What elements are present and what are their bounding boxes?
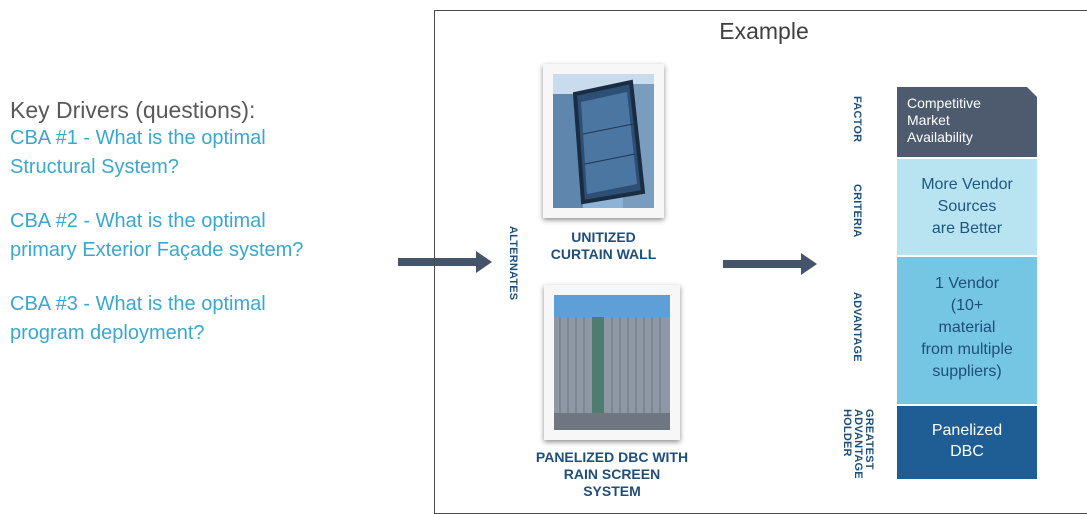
alt2-line3: SYSTEM: [583, 483, 641, 499]
criteria-line2: Sources: [937, 198, 997, 215]
criteria-line1: More Vendor: [921, 176, 1013, 193]
holder-label-line2: ADVANTAGE: [852, 409, 864, 479]
key-drivers: Key Drivers (questions): CBA #1 - What i…: [10, 96, 410, 348]
advantage-line1: 1 Vendor: [934, 275, 1000, 292]
factor-line1: Competitive: [907, 95, 981, 111]
advantage-line3: material: [938, 319, 996, 336]
arrow-right-icon: [398, 251, 492, 273]
advantage-line5: suppliers): [932, 363, 1002, 380]
criteria-line3: are Better: [931, 220, 1003, 237]
panelized-dbc-photo: [544, 285, 680, 440]
alt1-label: UNITIZED CURTAIN WALL: [543, 229, 664, 263]
criteria-block: More Vendor Sources are Better: [897, 159, 1037, 255]
advantage-label: ADVANTAGE: [851, 292, 863, 362]
alt1-line1: UNITIZED: [571, 229, 636, 245]
holder-block: Panelized DBC: [897, 406, 1037, 479]
cba2-line2: primary Exterior Façade system?: [10, 239, 304, 261]
key-drivers-title: Key Drivers (questions):: [10, 97, 256, 123]
alt2-line2: RAIN SCREEN: [563, 466, 661, 482]
advantage-line2: (10+: [950, 297, 984, 314]
holder-label-line1: GREATEST: [863, 409, 875, 470]
holder-label-line3: HOLDER: [841, 409, 853, 457]
factor-line3: Availability: [907, 129, 973, 145]
cba2-line1: CBA #2 - What is the optimal: [10, 210, 266, 232]
alt2-line1: PANELIZED DBC WITH: [535, 449, 689, 465]
example-title: Example: [719, 18, 809, 44]
alt1-line2: CURTAIN WALL: [550, 246, 657, 262]
holder-line1: Panelized: [931, 422, 1003, 439]
curtain-wall-photo: [543, 64, 664, 218]
factor-block: Competitive Market Availability: [897, 87, 1037, 157]
alternates-label: ALTERNATES: [507, 226, 519, 301]
cba1-line2: Structural System?: [10, 156, 179, 178]
factor-line2: Market: [907, 112, 950, 128]
alt2-label: PANELIZED DBC WITH RAIN SCREEN SYSTEM: [512, 449, 712, 500]
advantage-line4: from multiple: [921, 341, 1013, 358]
arrow-right-icon: [723, 253, 817, 275]
holder-label: GREATEST ADVANTAGE HOLDER: [841, 409, 875, 499]
criteria-label: CRITERIA: [851, 184, 863, 238]
factor-label: FACTOR: [851, 96, 863, 143]
cba1-line1: CBA #1 - What is the optimal: [10, 127, 266, 149]
cba3-line2: program deployment?: [10, 322, 205, 344]
holder-line2: DBC: [950, 443, 984, 460]
cba3-line1: CBA #3 - What is the optimal: [10, 293, 266, 315]
advantage-block: 1 Vendor (10+ material from multiple sup…: [897, 257, 1037, 404]
